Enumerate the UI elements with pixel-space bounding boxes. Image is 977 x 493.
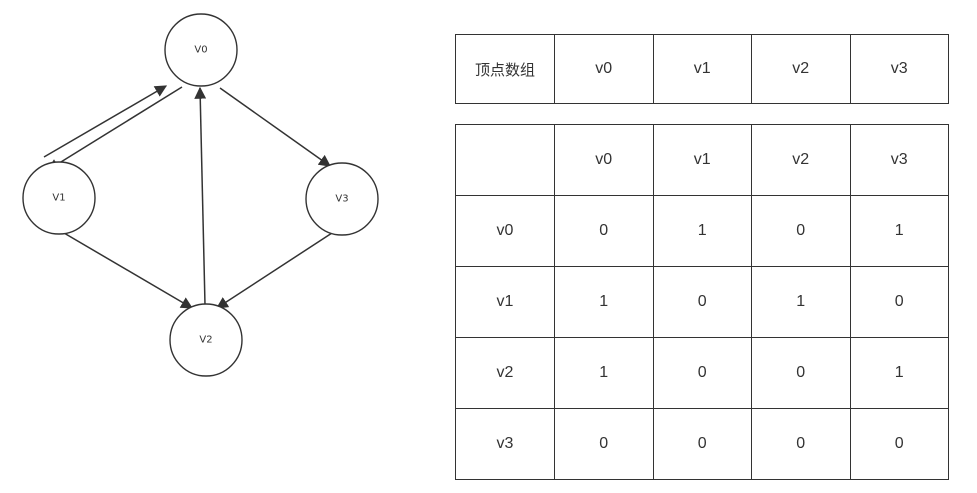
edge-v0-to-v3: [219, 87, 331, 167]
matrix-row-header: v3: [455, 408, 555, 480]
matrix-cell: 0: [554, 195, 654, 267]
matrix-cell: 0: [849, 266, 949, 338]
matrix-cell: 1: [849, 195, 949, 267]
matrix-col-header: v0: [554, 124, 654, 196]
matrix-cell: 1: [751, 266, 851, 338]
matrix-cell: 1: [652, 195, 752, 267]
matrix-corner-cell: [455, 124, 555, 196]
matrix-cell: 0: [849, 408, 949, 480]
graph-node-v1: V1: [22, 161, 96, 235]
graph-node-v0: V0: [164, 13, 238, 87]
table-row: v1 1 0 1 0: [455, 266, 949, 338]
matrix-cell: 0: [652, 408, 752, 480]
matrix-cell: 0: [554, 408, 654, 480]
vertex-array-label: 顶点数组: [455, 34, 555, 104]
edge-v1-to-v2: [63, 232, 194, 309]
graph-node-label: V1: [52, 193, 65, 204]
vertex-array-table: 顶点数组 v0 v1 v2 v3: [455, 34, 949, 104]
matrix-cell: 0: [751, 195, 851, 267]
matrix-row-header: v1: [455, 266, 555, 338]
table-row: v0 0 1 0 1: [455, 195, 949, 267]
matrix-cell: 0: [751, 408, 851, 480]
matrix-cell: 1: [554, 337, 654, 409]
edge-v0-to-v1: [46, 86, 183, 171]
graph-node-label: V2: [199, 335, 212, 346]
matrix-cell: 0: [652, 337, 752, 409]
edge-v3-to-v2: [215, 232, 333, 309]
table-row: v2 1 0 0 1: [455, 337, 949, 409]
matrix-col-header: v2: [751, 124, 851, 196]
table-row: 顶点数组 v0 v1 v2 v3: [455, 34, 949, 104]
matrix-row-header: v2: [455, 337, 555, 409]
matrix-col-header: v3: [849, 124, 949, 196]
matrix-row-header: v0: [455, 195, 555, 267]
directed-graph: V0 V1 V2 V3: [22, 13, 379, 377]
table-row: v3 0 0 0 0: [455, 408, 949, 480]
matrix-cell: 1: [554, 266, 654, 338]
edge-v1-to-v0: [43, 85, 168, 158]
edge-v2-to-v0: [194, 86, 207, 306]
graph-node-v3: V3: [305, 162, 379, 236]
matrix-header-row: v0 v1 v2 v3: [455, 124, 949, 196]
vertex-array-cell: v0: [554, 34, 654, 104]
vertex-array-cell: v1: [652, 34, 752, 104]
matrix-cell: 0: [652, 266, 752, 338]
vertex-array-cell: v2: [751, 34, 851, 104]
adjacency-matrix-table: v0 v1 v2 v3 v0 0 1 0 1 v1 1 0 1 0 v2 1 0…: [455, 124, 949, 480]
graph-node-v2: V2: [169, 303, 243, 377]
graph-node-label: V0: [194, 45, 207, 56]
graph-node-label: V3: [335, 194, 348, 205]
matrix-col-header: v1: [652, 124, 752, 196]
vertex-array-cell: v3: [849, 34, 949, 104]
matrix-cell: 1: [849, 337, 949, 409]
matrix-cell: 0: [751, 337, 851, 409]
